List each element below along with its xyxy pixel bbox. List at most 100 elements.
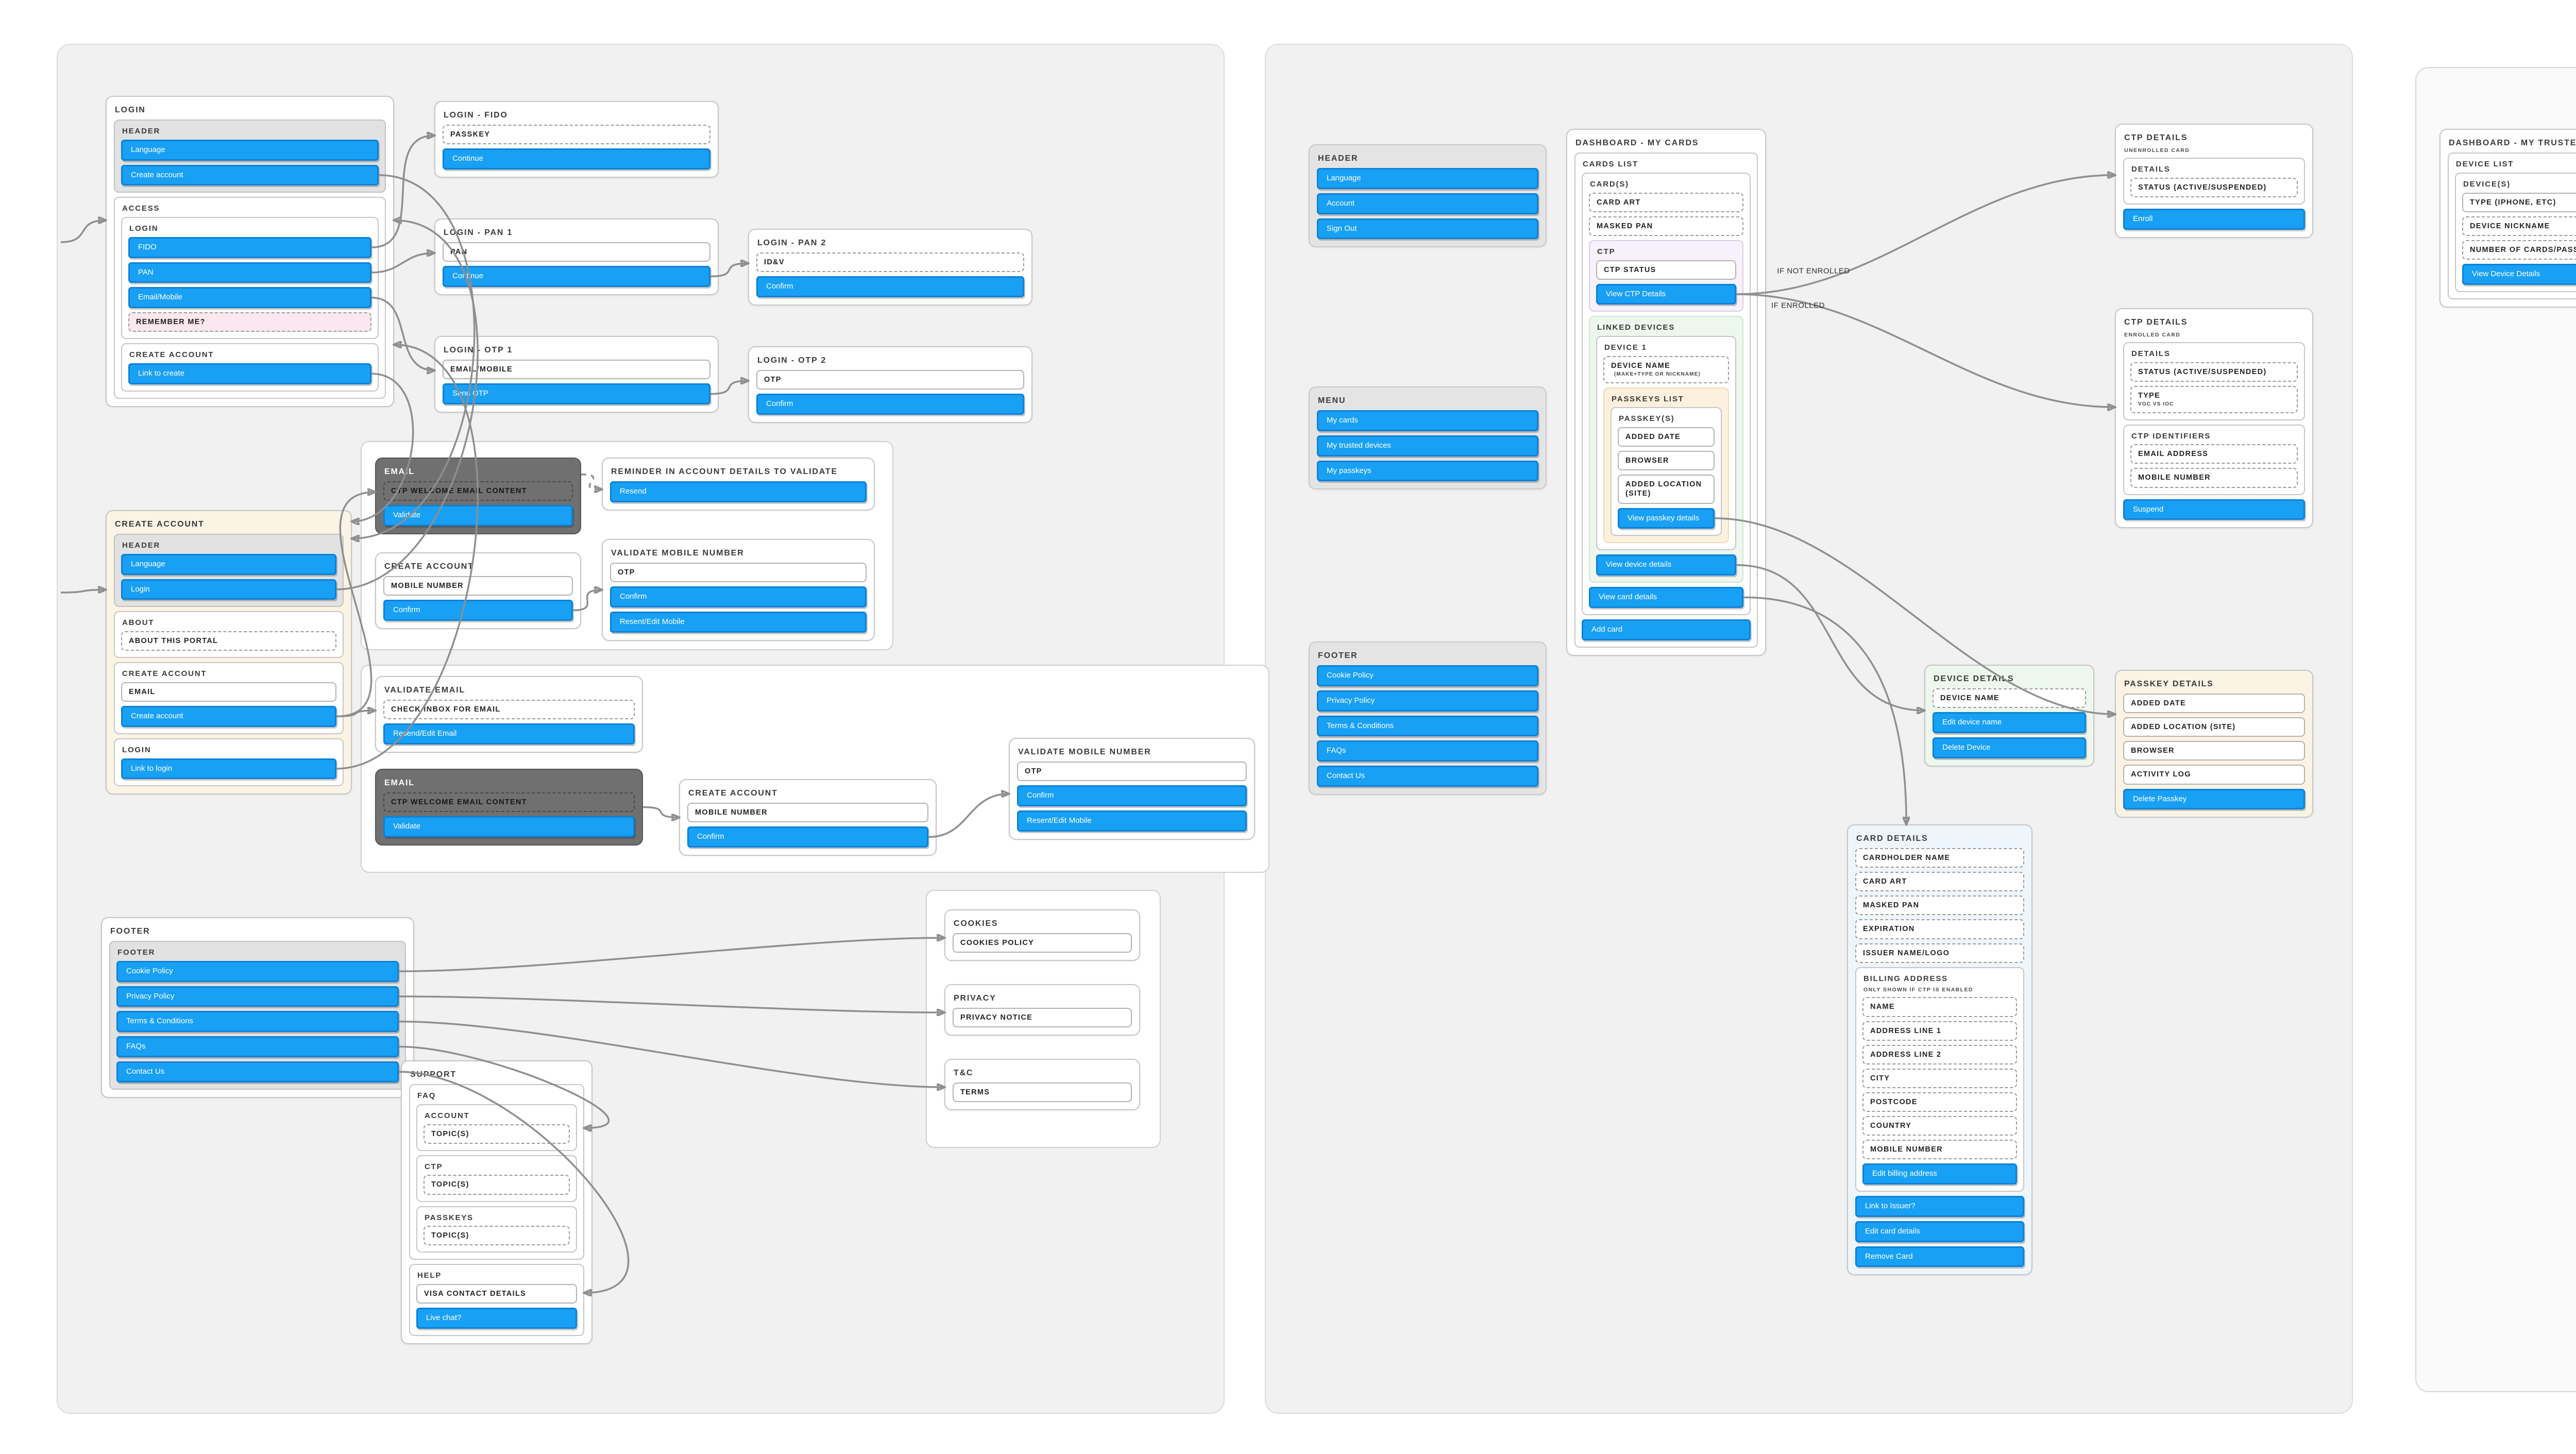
btn-sfooter-terms[interactable]: Terms & Conditions: [1317, 715, 1538, 737]
field-legal-terms: TERMS: [953, 1083, 1132, 1103]
cd-addr1-label: ADDRESS LINE 1: [1870, 1026, 1942, 1035]
btn-flow-a-create-confirm[interactable]: Confirm: [383, 600, 573, 621]
mycards-list-title: CARDS LIST: [1583, 160, 1638, 168]
btn-flow-a-validate[interactable]: Validate: [383, 505, 573, 526]
flow-b-resend-edit-label: Resend/Edit Email: [393, 729, 457, 738]
btn-flow-a-resend[interactable]: Resend: [610, 481, 867, 502]
btn-side-my-trusted[interactable]: My trusted devices: [1317, 435, 1538, 457]
field-support-visa: VISA CONTACT DETAILS: [416, 1284, 577, 1304]
ctpe-details-title: DETAILS: [2131, 349, 2171, 358]
btn-create-link-login[interactable]: Link to login: [121, 758, 336, 780]
btn-login-email-mobile[interactable]: Email/Mobile: [128, 287, 371, 308]
side-signout-label: Sign Out: [1327, 224, 1357, 233]
btn-side-my-passkeys[interactable]: My passkeys: [1317, 460, 1538, 482]
btn-flow-b-validate[interactable]: Validate: [383, 816, 635, 837]
placeholder-dd2-name: DEVICE NAME: [1933, 688, 2086, 708]
btn-flow-a-vm-resent[interactable]: Resent/Edit Mobile: [610, 611, 867, 633]
btn-sfooter-faqs[interactable]: FAQs: [1317, 740, 1538, 762]
btn-flow-b-vm-resent[interactable]: Resent/Edit Mobile: [1017, 810, 1247, 832]
btn-side-signout[interactable]: Sign Out: [1317, 218, 1538, 240]
support-faq-passkeys-title: PASSKEYS: [425, 1213, 473, 1222]
pd-browser-label: BROWSER: [2131, 747, 2175, 755]
create-header-title: HEADER: [122, 541, 161, 550]
btn-otp1-send[interactable]: Send OTP: [443, 383, 710, 404]
btn-cd-edit-billing[interactable]: Edit billing address: [1862, 1163, 2017, 1185]
trusted-devices-title: DEVICE(S): [2463, 179, 2511, 189]
btn-footer-faqs[interactable]: FAQs: [116, 1036, 399, 1057]
btn-login-link-create[interactable]: Link to create: [128, 363, 371, 384]
btn-cd-link-issuer[interactable]: Link to Issuer?: [1855, 1196, 2024, 1217]
field-pd-added-location: ADDED LOCATION (SITE): [2123, 717, 2305, 737]
btn-mycards-view-card[interactable]: View card details: [1589, 587, 1743, 608]
btn-login-pan[interactable]: PAN: [128, 262, 371, 283]
cd-remove-card-label: Remove Card: [1865, 1252, 1913, 1261]
btn-mycards-view-passkey[interactable]: View passkey details: [1618, 508, 1715, 529]
btn-login-header-create[interactable]: Create account: [121, 164, 379, 186]
pd-activity-log-label: ACTIVITY LOG: [2131, 770, 2191, 779]
btn-trusted-view-device[interactable]: View Device Details: [2462, 263, 2576, 285]
btn-footer-terms[interactable]: Terms & Conditions: [116, 1011, 399, 1032]
btn-pan2-confirm[interactable]: Confirm: [756, 276, 1024, 297]
placeholder-cd-postcode: POSTCODE: [1862, 1092, 2017, 1112]
placeholder-support-topics-account: TOPIC(S): [423, 1124, 570, 1144]
btn-sfooter-cookie[interactable]: Cookie Policy: [1317, 665, 1538, 686]
btn-pan1-continue[interactable]: Continue: [443, 266, 710, 287]
btn-ctp-suspend[interactable]: Suspend: [2123, 499, 2305, 520]
btn-mycards-view-device[interactable]: View device details: [1596, 554, 1736, 576]
placeholder-flow-b-welcome: CTP WELCOME EMAIL CONTENT: [383, 792, 635, 813]
btn-footer-privacy[interactable]: Privacy Policy: [116, 986, 399, 1007]
btn-footer-contact[interactable]: Contact Us: [116, 1061, 399, 1083]
btn-side-my-cards[interactable]: My cards: [1317, 410, 1538, 431]
btn-otp2-confirm[interactable]: Confirm: [756, 394, 1024, 415]
btn-create-create[interactable]: Create account: [121, 706, 336, 727]
placeholder-fido-passkey: PASSKEY: [443, 125, 710, 145]
btn-flow-b-resend-edit[interactable]: Resend/Edit Email: [383, 723, 635, 745]
connector-label-22: IF NOT ENROLLED: [1777, 266, 1850, 276]
btn-sfooter-contact[interactable]: Contact Us: [1317, 766, 1538, 787]
placeholder-cd-expiration: EXPIRATION: [1855, 919, 2024, 939]
btn-pd-delete[interactable]: Delete Passkey: [2123, 788, 2305, 810]
btn-mycards-add-card[interactable]: Add card: [1582, 619, 1751, 640]
btn-create-header-login[interactable]: Login: [121, 579, 336, 600]
btn-side-account[interactable]: Account: [1317, 193, 1538, 214]
btn-dd2-edit-name[interactable]: Edit device name: [1933, 712, 2086, 733]
placeholder-cd-name: NAME: [1862, 997, 2017, 1017]
mycards-browser-label: BROWSER: [1625, 457, 1669, 465]
mycards-linked-title: LINKED DEVICES: [1597, 323, 1675, 332]
btn-mycards-view-ctp[interactable]: View CTP Details: [1596, 283, 1736, 305]
create-about-portal-label: ABOUT THIS PORTAL: [129, 637, 218, 645]
btn-side-language[interactable]: Language: [1317, 168, 1538, 189]
btn-ctp-enroll[interactable]: Enroll: [2123, 208, 2305, 230]
btn-login-header-language[interactable]: Language: [121, 139, 379, 161]
btn-create-header-language[interactable]: Language: [121, 553, 336, 575]
btn-flow-b-vm-confirm[interactable]: Confirm: [1017, 785, 1247, 806]
btn-footer-cookie[interactable]: Cookie Policy: [116, 960, 399, 982]
btn-dd2-delete[interactable]: Delete Device: [1933, 737, 2086, 758]
btn-fido-continue[interactable]: Continue: [443, 148, 710, 170]
flow-b-vm-confirm-label: Confirm: [1027, 791, 1054, 800]
btn-login-fido[interactable]: FIDO: [128, 236, 371, 258]
btn-support-live-chat[interactable]: Live chat?: [416, 1308, 577, 1329]
cd-name-label: NAME: [1870, 1003, 1895, 1011]
passkey-details-title: PASSKEY DETAILS: [2124, 680, 2214, 688]
field-pd-activity-log: ACTIVITY LOG: [2123, 765, 2305, 785]
legal-privacy-notice-label: PRIVACY NOTICE: [960, 1013, 1033, 1022]
support-topics-account-label: TOPIC(S): [431, 1129, 469, 1138]
btn-flow-b-create-confirm[interactable]: Confirm: [687, 826, 928, 848]
btn-cd-remove-card[interactable]: Remove Card: [1855, 1246, 2024, 1267]
btn-flow-a-vm-confirm[interactable]: Confirm: [610, 586, 867, 607]
btn-sfooter-privacy[interactable]: Privacy Policy: [1317, 690, 1538, 712]
btn-cd-edit-card[interactable]: Edit card details: [1855, 1221, 2024, 1242]
create-header-language-label: Language: [131, 559, 165, 568]
